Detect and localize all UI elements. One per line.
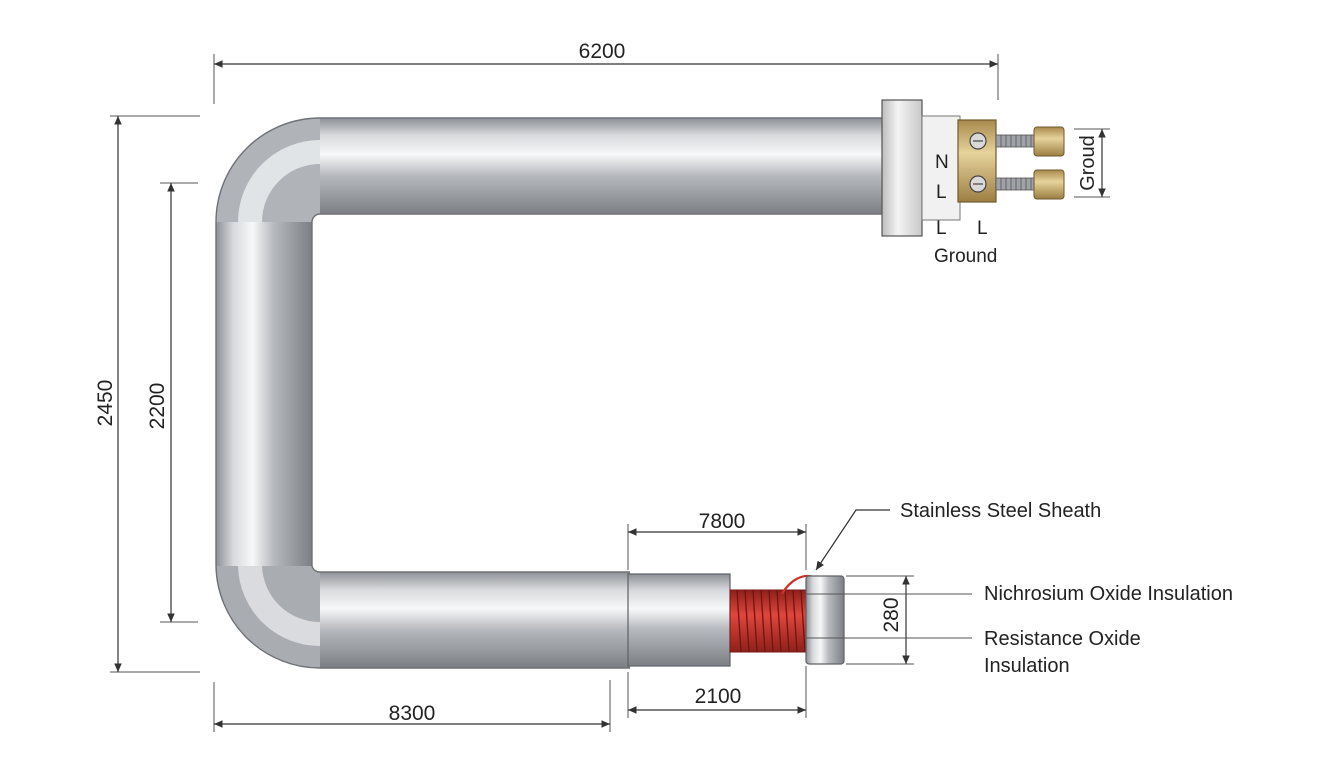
mounting-flange <box>881 99 923 237</box>
dimension-label-bottom-length: 8300 <box>389 702 436 725</box>
terminal-label-l-left: L <box>936 218 947 239</box>
callout-label-resistance-line2: Insulation <box>984 655 1070 677</box>
callout-resistance: Resistance Oxide Insulation <box>806 628 1141 677</box>
stud-lower <box>995 169 1065 200</box>
stud-upper <box>995 126 1065 157</box>
callout-nichrosium: Nichrosium Oxide Insulation <box>806 583 1233 605</box>
dimension-label-groud: Groud <box>1077 135 1099 191</box>
terminal-label-ground: Ground <box>934 246 997 267</box>
dimension-label-outer-height: 2450 <box>94 380 117 427</box>
callout-label-nichrosium: Nichrosium Oxide Insulation <box>984 583 1233 605</box>
terminal-head: N L L L Ground <box>881 99 1065 267</box>
terminal-label-l-right: L <box>977 218 988 239</box>
u-tube <box>215 117 885 669</box>
terminal-label-n: N <box>935 152 949 173</box>
callout-label-sheath: Stainless Steel Sheath <box>900 500 1101 522</box>
dimension-bottom-length: 8300 <box>213 680 611 732</box>
callout-sheath: Stainless Steel Sheath <box>815 500 1101 571</box>
tube-bottom-section <box>320 572 630 668</box>
dimension-sheath-diameter: 280 <box>846 575 914 665</box>
dimension-element-length: 7800 <box>627 510 807 570</box>
coil-windings <box>736 589 806 653</box>
dimension-label-inner-height: 2200 <box>146 383 169 430</box>
dimension-label-sheath-diameter: 280 <box>880 597 903 632</box>
element-end-assembly <box>627 573 845 667</box>
end-cap <box>805 575 845 665</box>
tube-vertical-section <box>216 215 312 572</box>
callout-label-resistance-line1: Resistance Oxide <box>984 628 1141 650</box>
tube-top-section <box>320 118 885 214</box>
dimension-top-width: 6200 <box>213 40 999 104</box>
insulator-block <box>921 115 961 221</box>
dimension-ground-studs: Groud <box>1074 128 1110 198</box>
dimension-label-coil-length: 2100 <box>695 685 742 708</box>
sheath-sleeve <box>627 573 731 667</box>
dimension-outer-height: 2450 <box>94 115 200 673</box>
dimension-label-element-length: 7800 <box>699 510 746 533</box>
terminal-label-l-upper: L <box>936 182 947 203</box>
dimension-label-top-width: 6200 <box>579 40 626 63</box>
dimension-inner-height: 2200 <box>146 182 198 623</box>
dimension-coil-length: 2100 <box>627 666 807 718</box>
